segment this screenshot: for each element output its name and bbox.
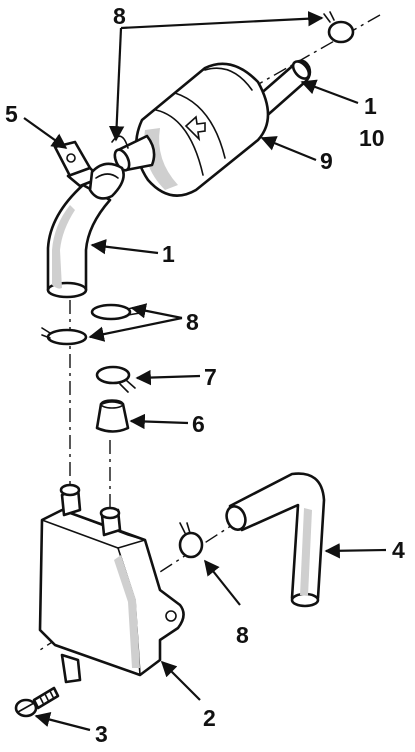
callout-5: 5 [5, 101, 18, 127]
callout-9: 9 [320, 148, 333, 174]
reservoir-part-2[interactable] [40, 485, 184, 682]
callout-4: 4 [392, 537, 405, 563]
clamp-part-8-top[interactable] [324, 12, 353, 42]
callout-3: 3 [95, 721, 108, 747]
fuel-filter-part-9[interactable] [136, 64, 268, 196]
clamp-part-8-low[interactable] [180, 523, 202, 557]
elbow-hose-part-1[interactable] [48, 185, 110, 297]
callout-8-mid: 8 [186, 309, 199, 335]
callout-7: 7 [204, 364, 217, 390]
screw-part-3[interactable] [16, 688, 58, 716]
callout-10: 10 [359, 125, 385, 151]
cap-part-6[interactable] [97, 400, 128, 432]
callout-6: 6 [192, 411, 205, 437]
callout-8-top: 8 [113, 3, 126, 29]
callout-8-low: 8 [236, 622, 249, 648]
bent-hose-part-4[interactable] [223, 474, 324, 606]
callout-1-mid: 1 [162, 241, 175, 267]
callout-1-top: 1 [364, 93, 377, 119]
callout-2: 2 [203, 705, 216, 731]
clamp-part-8-mid[interactable] [42, 305, 140, 344]
clamp-part-7[interactable] [97, 367, 135, 392]
hose-clamp-upper[interactable] [90, 136, 128, 198]
